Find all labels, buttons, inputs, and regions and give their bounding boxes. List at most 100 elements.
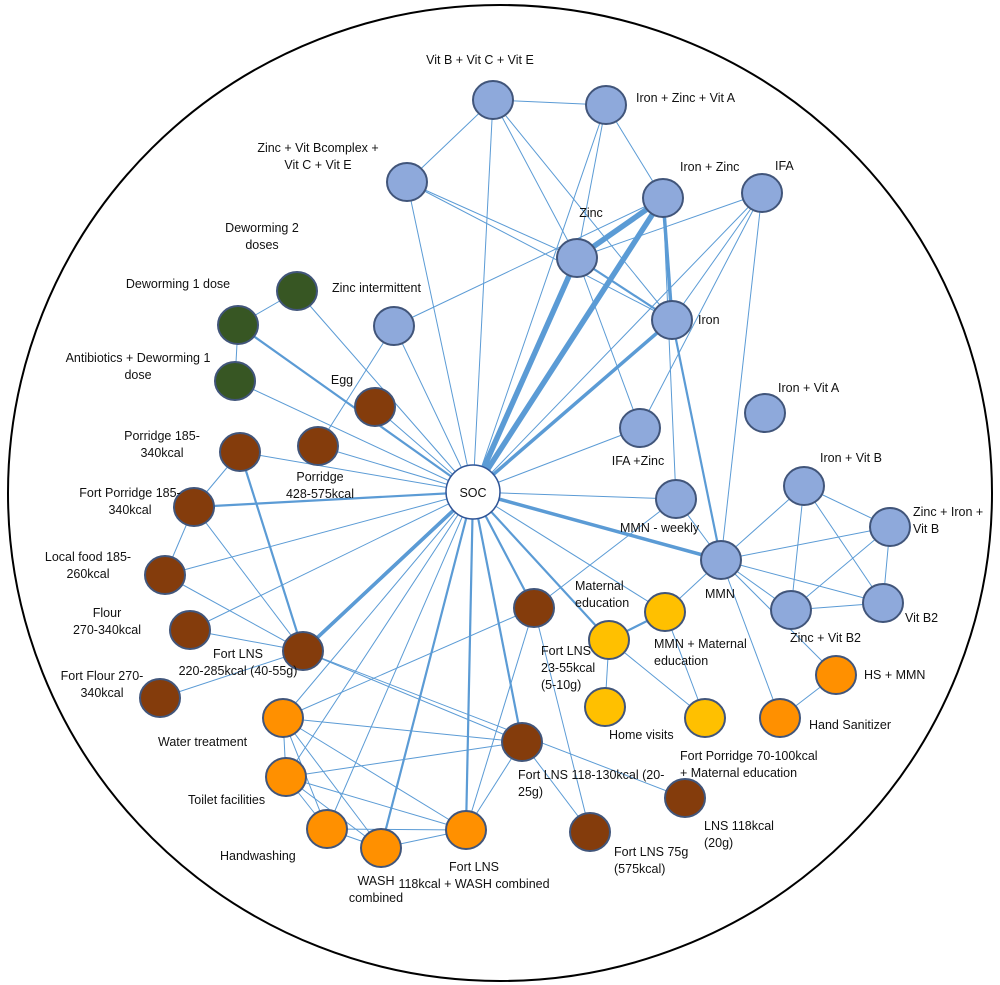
node-label-fflour: Fort Flour 270- — [61, 669, 144, 683]
node-lns23[interactable] — [513, 588, 555, 628]
node-label-ifazinc: IFA +Zinc — [612, 454, 664, 468]
node-mated[interactable] — [588, 620, 630, 660]
node-label-dew1: Deworming 1 dose — [126, 277, 230, 291]
node-homev[interactable] — [584, 687, 626, 727]
node-label-por185: Porridge 185- — [124, 429, 200, 443]
node-mmnw[interactable] — [655, 479, 697, 519]
node-mmnme[interactable] — [644, 592, 686, 632]
node-zivb[interactable] — [869, 507, 911, 547]
node-vbce[interactable] — [472, 80, 514, 120]
edge-vbce-iron — [492, 99, 673, 321]
edge-water-lnswash — [282, 717, 467, 831]
node-iron[interactable] — [651, 300, 693, 340]
node-iz[interactable] — [642, 178, 684, 218]
edge-soc-local — [164, 491, 474, 576]
node-hw[interactable] — [306, 809, 348, 849]
node-label-por185: 340kcal — [140, 446, 183, 460]
edge-soc-zbce — [406, 181, 474, 493]
node-hsmmn[interactable] — [815, 655, 857, 695]
node-label-zbce: Vit C + Vit E — [284, 158, 351, 172]
node-egg[interactable] — [354, 387, 396, 427]
node-dew1[interactable] — [217, 305, 259, 345]
edge-soc-mmnme — [472, 491, 666, 613]
edge-fflour-lns220 — [159, 650, 304, 699]
node-lns118[interactable] — [501, 722, 543, 762]
edge-lns23-water — [282, 607, 535, 719]
node-zinc[interactable] — [556, 238, 598, 278]
node-label-soc: SOC — [459, 486, 486, 500]
node-label-fflour: 340kcal — [80, 686, 123, 700]
edge-lns23-lnswash — [465, 607, 535, 831]
node-label-wash: WASH — [357, 874, 394, 888]
node-por428[interactable] — [297, 426, 339, 466]
node-zincint[interactable] — [373, 306, 415, 346]
edge-ivb-zvb2 — [790, 485, 805, 611]
node-ifa[interactable] — [741, 173, 783, 213]
node-lns75[interactable] — [569, 812, 611, 852]
node-ifazinc[interactable] — [619, 408, 661, 448]
edge-zivb-zvb2 — [790, 526, 891, 611]
node-zvb2[interactable] — [770, 590, 812, 630]
edge-lns220-lnsp118 — [302, 650, 686, 799]
node-lnswash[interactable] — [445, 810, 487, 850]
node-label-abx: dose — [124, 368, 151, 382]
node-local[interactable] — [144, 555, 186, 595]
node-label-mated: education — [575, 596, 629, 610]
edge-ifa-iron — [671, 192, 763, 321]
node-wash[interactable] — [360, 828, 402, 868]
node-water[interactable] — [262, 698, 304, 738]
node-label-egg: Egg — [331, 373, 353, 387]
node-label-mmnme: education — [654, 654, 708, 668]
node-label-zincint: Zinc intermittent — [332, 281, 421, 295]
node-label-zbce: Zinc + Vit Bcomplex + — [257, 141, 378, 155]
node-label-lns75: Fort LNS 75g — [614, 845, 688, 859]
node-label-hs: Hand Sanitizer — [809, 718, 891, 732]
node-label-zivb: Vit B — [913, 522, 939, 536]
node-flour[interactable] — [169, 610, 211, 650]
node-dew2[interactable] — [276, 271, 318, 311]
edge-zincint-iz — [393, 197, 664, 327]
node-toilet[interactable] — [265, 757, 307, 797]
node-label-lns118: Fort LNS 118-130kcal (20- — [518, 768, 664, 782]
edge-lns220-lns118 — [302, 650, 523, 743]
edge-soc-water — [282, 491, 474, 719]
edge-iron-mmn — [670, 319, 723, 561]
node-label-dew2: Deworming 2 — [225, 221, 299, 235]
node-vb2[interactable] — [862, 583, 904, 623]
node-zbce[interactable] — [386, 162, 428, 202]
edge-mmn-zivb — [720, 526, 891, 561]
edge-toilet-lnswash — [285, 776, 467, 831]
node-label-lnswash: Fort LNS — [449, 860, 499, 874]
node-fpme[interactable] — [684, 698, 726, 738]
node-label-flour: Flour — [93, 606, 121, 620]
node-iva[interactable] — [744, 393, 786, 433]
node-label-lnsp118: (20g) — [704, 836, 733, 850]
node-mmn[interactable] — [700, 540, 742, 580]
node-label-lnsp118: LNS 118kcal — [704, 819, 774, 833]
node-por185[interactable] — [219, 432, 261, 472]
nodes-layer — [139, 80, 911, 868]
node-lnsp118[interactable] — [664, 778, 706, 818]
edge-soc-ifazinc — [472, 427, 641, 493]
node-lns220[interactable] — [282, 631, 324, 671]
node-label-por428: Porridge — [296, 470, 343, 484]
edge-zincint-por428 — [317, 325, 395, 447]
node-hs[interactable] — [759, 698, 801, 738]
edge-ivb-vb2 — [803, 485, 884, 604]
node-label-vbce: Vit B + Vit C + Vit E — [426, 53, 534, 67]
node-fpor[interactable] — [173, 487, 215, 527]
node-label-lns23: 23-55kcal — [541, 661, 595, 675]
node-label-mmn: MMN — [705, 587, 735, 601]
edge-zinc-ifazinc — [576, 257, 641, 429]
node-abx[interactable] — [214, 361, 256, 401]
node-label-ivb: Iron + Vit B — [820, 451, 882, 465]
node-izva[interactable] — [585, 85, 627, 125]
node-ivb[interactable] — [783, 466, 825, 506]
node-soc[interactable] — [445, 464, 501, 520]
node-label-local: 260kcal — [66, 567, 109, 581]
edge-soc-zincint — [393, 325, 474, 493]
edge-soc-abx — [234, 380, 474, 493]
edge-vbce-zinc — [492, 99, 578, 259]
node-fflour[interactable] — [139, 678, 181, 718]
